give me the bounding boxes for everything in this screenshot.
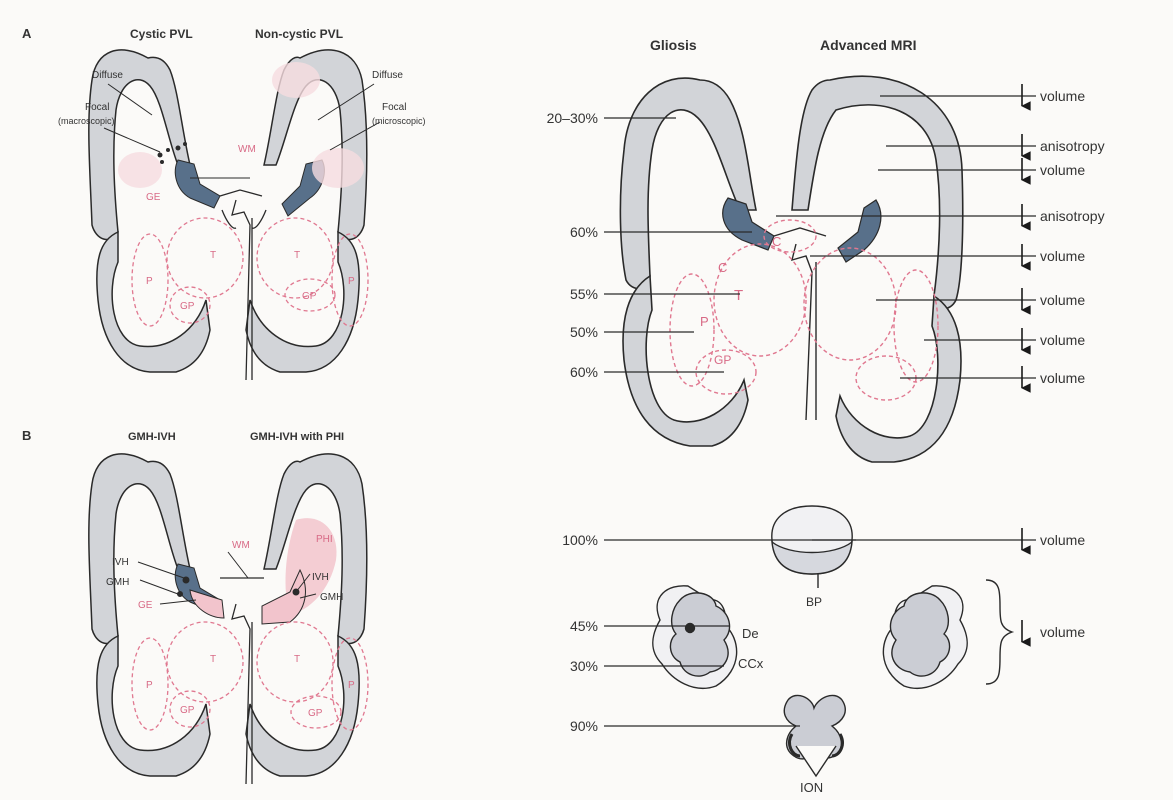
label-t-right-b: T [294, 654, 300, 665]
panel-b-title-right: GMH-IVH with PHI [250, 431, 344, 443]
gliosis-percentage: 60% [570, 364, 598, 380]
panel-a-brain-outline [89, 50, 367, 372]
panel-a-title-right: Non-cystic PVL [255, 27, 343, 41]
cerebellum-left [653, 586, 737, 689]
label-t-right: T [294, 250, 300, 261]
mri-finding: volume [1040, 332, 1085, 348]
title-advanced-mri: Advanced MRI [820, 37, 916, 53]
label-wm: WM [238, 144, 256, 155]
panel-a-title-left: Cystic PVL [130, 27, 193, 41]
label-t: T [734, 287, 743, 304]
gliosis-percentage: 20–30% [547, 110, 598, 126]
label-focal-left-sub: (macroscopic) [58, 116, 115, 126]
panel-b-brain-outline [89, 454, 367, 776]
label-ge: GE [146, 192, 161, 203]
label-p-left-b: P [146, 680, 153, 691]
label-focal-right-sub: (microscopic) [372, 116, 426, 126]
panel-b-letter: B [22, 428, 31, 443]
label-ion: ION [800, 780, 823, 795]
medulla-ion [784, 695, 845, 776]
label-ge-b: GE [138, 600, 153, 611]
label-p-right-b: P [348, 680, 355, 691]
label-gp-left-b: GP [180, 705, 195, 716]
label-p: P [700, 314, 709, 329]
label-focal-left: Focal [85, 102, 109, 113]
mri-finding: volume [1040, 292, 1085, 308]
label-gp-left: GP [180, 301, 195, 312]
mri-finding: volume [1040, 624, 1085, 640]
panel-a-ventricles [175, 160, 324, 216]
panel-b-title-left: GMH-IVH [128, 431, 176, 443]
panel-c-brain-outline [620, 76, 962, 462]
panel-a-letter: A [22, 26, 32, 41]
label-diffuse-left: Diffuse [92, 70, 123, 81]
mri-findings: volume anisotropy volume anisotropy volume vo… [1040, 88, 1105, 640]
panel-a: A Cystic PVL Non-cystic PVL [22, 26, 426, 380]
label-gp: GP [714, 353, 731, 367]
mri-finding: volume [1040, 370, 1085, 386]
gliosis-percentage: 45% [570, 618, 598, 634]
panel-c-deep-gray-matter [670, 220, 938, 400]
label-t-left-b: T [210, 654, 216, 665]
label-p-left: P [146, 276, 153, 287]
label-phi: PHI [316, 534, 333, 545]
cerebellum-brace [986, 580, 1012, 684]
title-gliosis: Gliosis [650, 37, 697, 53]
brainstem-bp [772, 506, 852, 588]
gliosis-percentage: 60% [570, 224, 598, 240]
mri-finding: volume [1040, 88, 1085, 104]
mri-finding: anisotropy [1040, 208, 1105, 224]
gliosis-percentage: 90% [570, 718, 598, 734]
label-bp: BP [806, 595, 822, 609]
label-t-left: T [210, 250, 216, 261]
gliosis-percentage: 30% [570, 658, 598, 674]
label-ivh-right: IVH [312, 572, 329, 583]
label-diffuse-right: Diffuse [372, 70, 403, 81]
mri-finding: volume [1040, 248, 1085, 264]
panel-b: B GMH-IVH GMH-IVH with PHI [22, 428, 368, 784]
label-gmh-right: GMH [320, 592, 343, 603]
label-gp-right: GP [302, 291, 317, 302]
label-p-right: P [348, 276, 355, 287]
cerebellum-right [883, 586, 967, 689]
panel-c: Gliosis Advanced MRI [620, 37, 1012, 795]
label-gp-right-b: GP [308, 708, 323, 719]
label-ccx: CCx [738, 656, 764, 671]
label-c-top: C [772, 234, 781, 249]
gliosis-percentage: 100% [562, 532, 598, 548]
label-c: C [718, 260, 727, 275]
gliosis-percentage: 55% [570, 286, 598, 302]
label-de: De [742, 626, 759, 641]
label-gmh-left: GMH [106, 577, 129, 588]
panel-c-midline [774, 228, 826, 420]
mri-finding: anisotropy [1040, 138, 1105, 154]
label-ivh-left: IVH [112, 557, 129, 568]
mri-finding: volume [1040, 532, 1085, 548]
gliosis-percentage: 50% [570, 324, 598, 340]
label-focal-right: Focal [382, 102, 406, 113]
mri-finding: volume [1040, 162, 1085, 178]
label-wm-b: WM [232, 540, 250, 551]
gliosis-percentages: 20–30% 60% 55% 50% 60% 100% 45% 30% 90% [547, 110, 598, 734]
